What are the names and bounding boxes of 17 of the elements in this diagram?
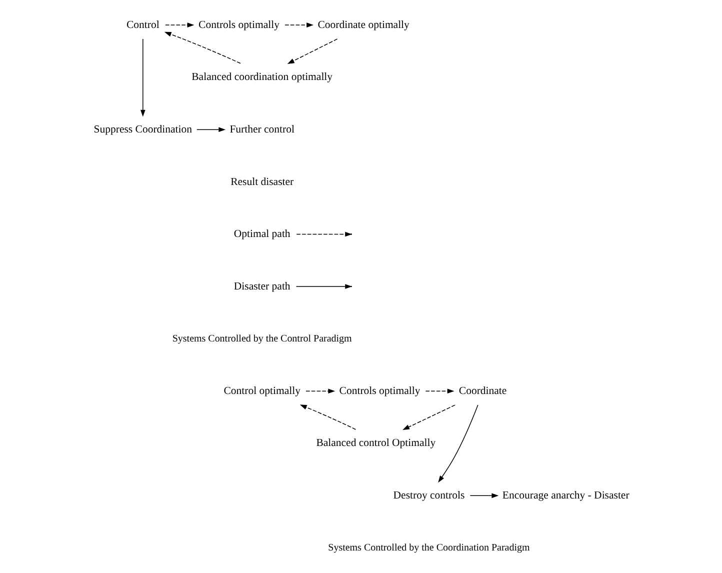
node-text: Destroy controls	[392, 490, 464, 502]
node-text: Control	[126, 18, 159, 31]
node-text: Balanced control Optimally	[316, 437, 436, 450]
node-text: Coordinate optimally	[317, 18, 409, 31]
label: Systems Controlled by the Coordination Paradigm	[328, 542, 530, 554]
node-text: Balanced coordination optimally	[191, 71, 332, 84]
legend-label: Disaster path	[233, 280, 290, 292]
node-text: Encourage anarchy - Disaster	[502, 490, 629, 502]
legend-label: Result disaster	[230, 176, 294, 188]
legend-label: Optimal path	[233, 228, 290, 240]
node-text: Control optimally	[223, 384, 300, 397]
node-text: Controls optimally	[198, 18, 280, 31]
label: Systems Controlled by the Control Paradigm	[172, 333, 352, 344]
node-text: Controls optimally	[338, 384, 420, 397]
node-text: Further control	[229, 123, 294, 136]
node-text: Coordinate	[458, 384, 506, 397]
node-text: Suppress Coordination	[93, 123, 192, 136]
